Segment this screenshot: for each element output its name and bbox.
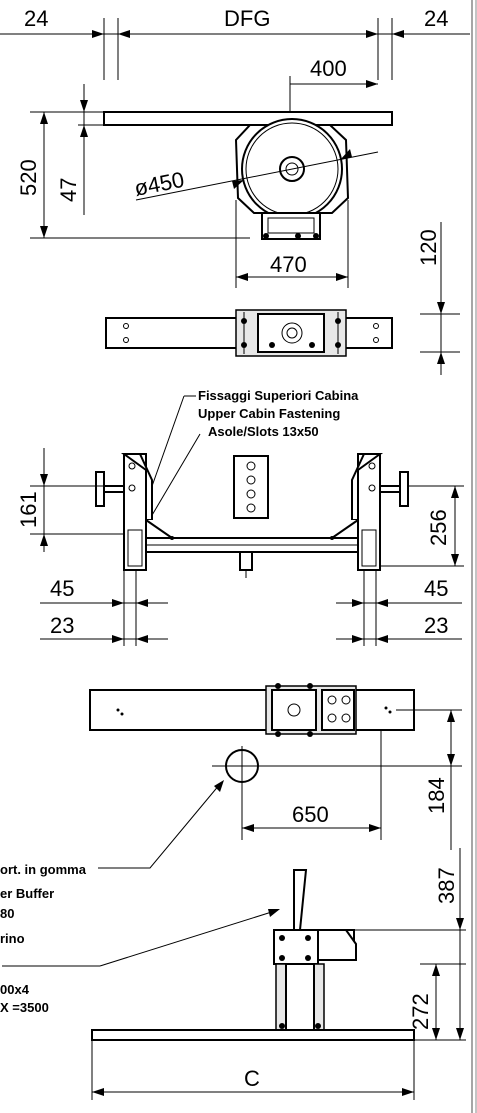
dim-387: 387 [434,867,459,904]
note-buffer-it: ort. in gomma [0,862,87,877]
front-view-frame [30,448,464,646]
dim-c: C [244,1066,260,1091]
dim-120: 120 [416,229,441,266]
dim-450: ø450 [132,167,186,201]
dim-256: 256 [426,509,451,546]
dim-23-left: 23 [50,613,74,638]
dim-184: 184 [424,777,449,814]
dim-45-left: 45 [50,576,74,601]
side-view-beam [105,222,460,375]
dim-47: 47 [56,178,81,202]
note-buffer-en: er Buffer [0,886,54,901]
dim-23-right: 23 [424,613,448,638]
dim-161: 161 [16,491,41,528]
dim-24-right: 24 [424,6,448,31]
note-max-length: X =3500 [0,1000,49,1015]
dim-470: 470 [270,252,307,277]
dim-dfg: DFG [224,6,270,31]
note-profile: 00x4 [0,982,30,997]
top-view-pulley [0,18,470,288]
note-fastening-it: Fissaggi Superiori Cabina [198,388,359,403]
buffer-side-view [2,848,466,1100]
dim-272: 272 [408,993,433,1030]
note-buffer-size: 80 [0,906,14,921]
note-slots: Asole/Slots 13x50 [208,424,319,439]
dim-24-left: 24 [24,6,48,31]
bottom-plan-view [89,683,462,869]
note-plate: rino [0,931,25,946]
note-fastening-en: Upper Cabin Fastening [198,406,340,421]
dim-520: 520 [16,159,41,196]
dim-650: 650 [292,802,329,827]
dim-400: 400 [310,56,347,81]
dim-45-right: 45 [424,576,448,601]
